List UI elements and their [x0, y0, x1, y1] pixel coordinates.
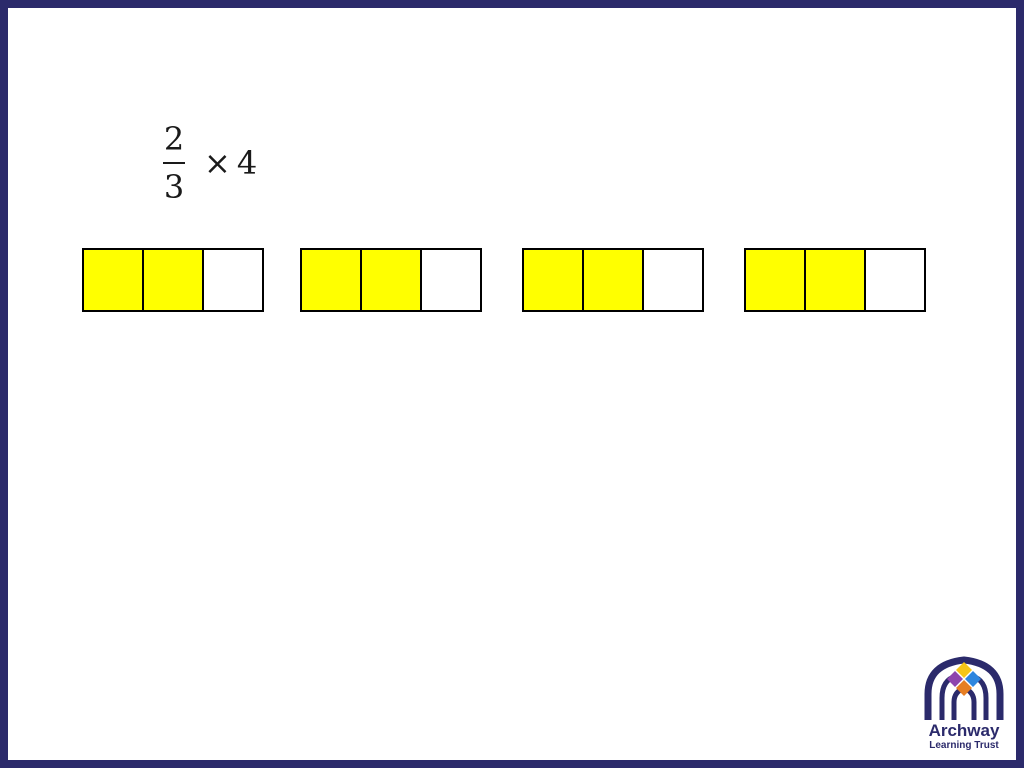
logo-name: Archway	[928, 721, 1000, 740]
fraction-expression: 2 3 × 4	[160, 120, 257, 206]
shaded-part	[806, 250, 866, 310]
unshaded-part	[422, 250, 480, 310]
archway-logo-icon	[924, 656, 1004, 720]
fraction-bar-4	[744, 248, 926, 312]
shaded-part	[362, 250, 422, 310]
fraction: 2 3	[160, 120, 188, 206]
fraction-bar-2	[300, 248, 482, 312]
logo-text: Archway Learning Trust	[916, 722, 1012, 752]
multiply-sign: ×	[204, 144, 231, 182]
fraction-bar	[163, 162, 185, 164]
fraction-denominator: 3	[163, 168, 185, 206]
fraction-numerator: 2	[163, 120, 185, 158]
logo-subtitle: Learning Trust	[929, 740, 999, 751]
unshaded-part	[644, 250, 702, 310]
unshaded-part	[204, 250, 262, 310]
multiplier: 4	[236, 144, 258, 182]
archway-logo: Archway Learning Trust	[916, 656, 1012, 760]
shaded-part	[144, 250, 204, 310]
unshaded-part	[866, 250, 924, 310]
shaded-part	[524, 250, 584, 310]
fraction-bar-3	[522, 248, 704, 312]
bar-model	[8, 248, 1016, 312]
fraction-bar-1	[82, 248, 264, 312]
shaded-part	[584, 250, 644, 310]
shaded-part	[746, 250, 806, 310]
shaded-part	[84, 250, 144, 310]
shaded-part	[302, 250, 362, 310]
